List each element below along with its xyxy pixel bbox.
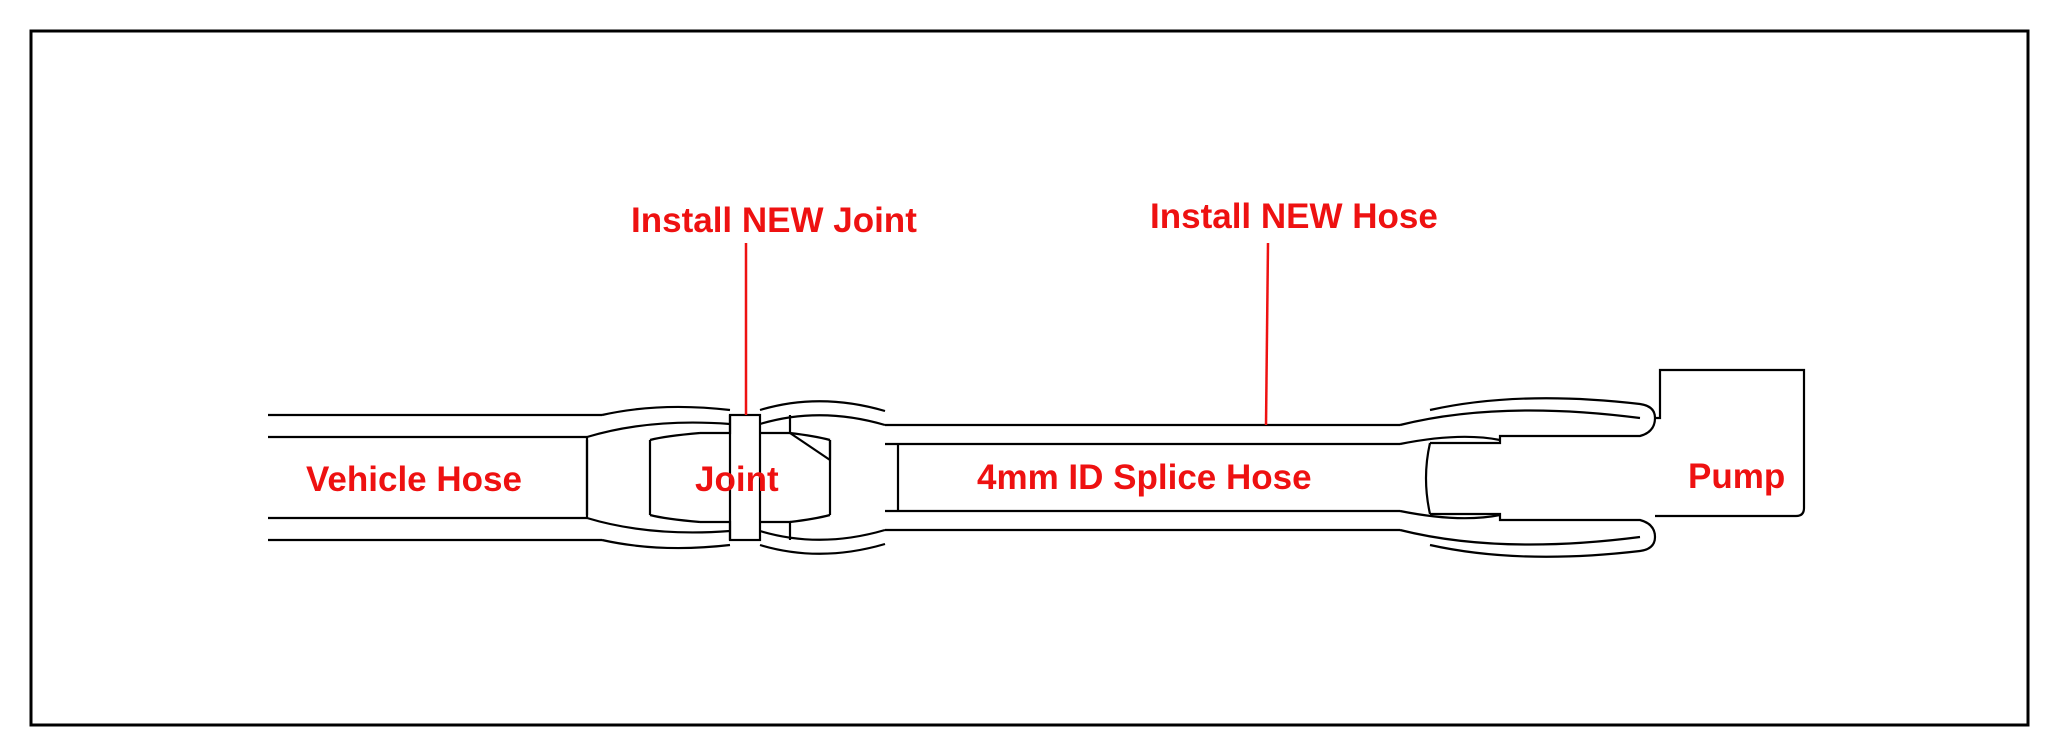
pump-shape: [1424, 368, 1806, 558]
hose-assembly: [268, 242, 1806, 558]
vehicle-hose-shape: [268, 405, 731, 550]
leader-line-hose: [1264, 242, 1270, 426]
label-install-new-hose: Install NEW Hose: [1150, 197, 1438, 236]
label-vehicle-hose: Vehicle Hose: [306, 460, 522, 499]
label-splice-hose: 4mm ID Splice Hose: [977, 458, 1312, 497]
diagram-frame: [29, 29, 2030, 727]
label-install-new-joint: Install NEW Joint: [631, 201, 917, 240]
joint-shape: [585, 413, 832, 542]
label-joint: Joint: [695, 460, 779, 499]
splice-hose-shape: [759, 400, 1641, 555]
label-pump: Pump: [1688, 457, 1785, 496]
